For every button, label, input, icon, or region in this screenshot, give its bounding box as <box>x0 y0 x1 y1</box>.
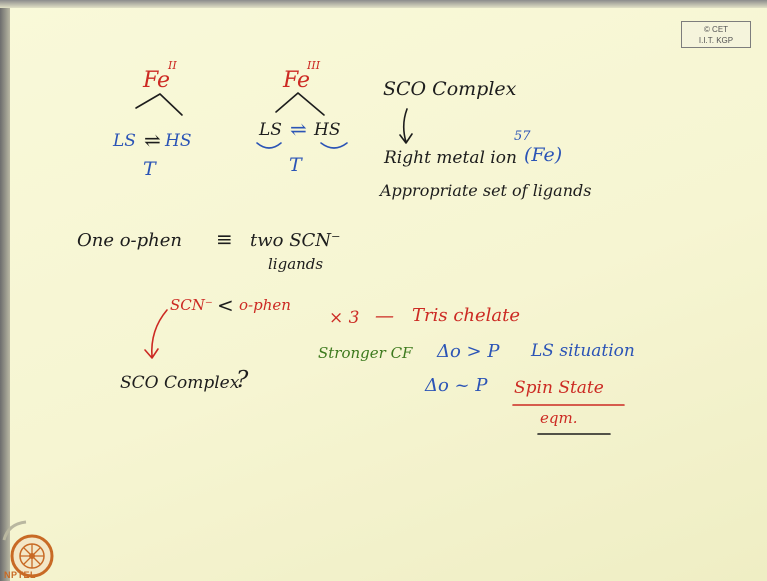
fe2-ls-label: LS <box>113 131 136 151</box>
equivalence-symbol: ≡ <box>216 227 233 251</box>
fe3-right-curve <box>320 142 348 149</box>
spin-state-label: Spin State <box>514 378 604 398</box>
condition-approx: Δo ~ P <box>425 375 488 396</box>
scn-ligand: SCN⁻ <box>170 296 213 314</box>
fe3-left-curve <box>256 142 282 149</box>
eqm-label: eqm. <box>540 409 578 427</box>
scn-down-arrow <box>144 309 168 359</box>
isotope-mass-number: 57 <box>514 129 531 144</box>
watermark-line-1: © CET <box>703 25 729 34</box>
isotope-element: (Fe) <box>524 144 563 166</box>
condition-greater: Δo > P <box>437 341 500 362</box>
fe2-oxidation: II <box>168 59 177 72</box>
question-mark: ? <box>236 367 249 393</box>
fe3-equilibrium-arrow: ⇌ <box>290 117 307 141</box>
nptel-logo-text: NPTEL <box>4 570 37 580</box>
fe3-branch-lines <box>275 92 325 116</box>
o-phen-ligand: o-phen <box>239 296 291 314</box>
sco-ligands-line: Appropriate set of ligands <box>380 181 592 200</box>
fe2-temperature: T <box>143 158 156 180</box>
fe2-equilibrium-arrow: ⇌ <box>144 128 161 152</box>
fe3-ls-label: LS <box>259 120 282 140</box>
sco-question-label: SCO Complex <box>120 373 240 393</box>
sco-title: SCO Complex <box>383 78 517 100</box>
sco-down-arrow <box>399 108 413 144</box>
fe3-metal: Fe <box>283 68 311 93</box>
board-frame-top <box>0 0 767 8</box>
fe3-temperature: T <box>289 154 302 176</box>
dash-separator: — <box>375 305 394 327</box>
stronger-cf: Stronger CF <box>318 344 413 362</box>
watermark-line-2: I.I.T. KGP <box>698 36 734 45</box>
fe2-hs-label: HS <box>165 131 192 151</box>
fe3-hs-label: HS <box>314 120 341 140</box>
fe3-oxidation: III <box>307 59 321 72</box>
times-three: × 3 <box>329 308 360 328</box>
board-frame-left <box>0 0 10 581</box>
fe2-metal: Fe <box>143 68 171 93</box>
ligands-word: ligands <box>268 255 324 273</box>
two-scn: two SCN⁻ <box>250 230 341 251</box>
sco-right-metal-ion: Right metal ion <box>384 148 517 168</box>
less-than-symbol: < <box>217 293 234 317</box>
cet-watermark: © CET I.I.T. KGP <box>681 21 751 48</box>
ls-situation: LS situation <box>531 341 635 361</box>
fe2-branch-lines <box>135 93 183 116</box>
nptel-logo-icon <box>2 520 54 578</box>
one-o-phen: One o-phen <box>77 230 183 251</box>
tris-chelate: Tris chelate <box>412 305 521 326</box>
